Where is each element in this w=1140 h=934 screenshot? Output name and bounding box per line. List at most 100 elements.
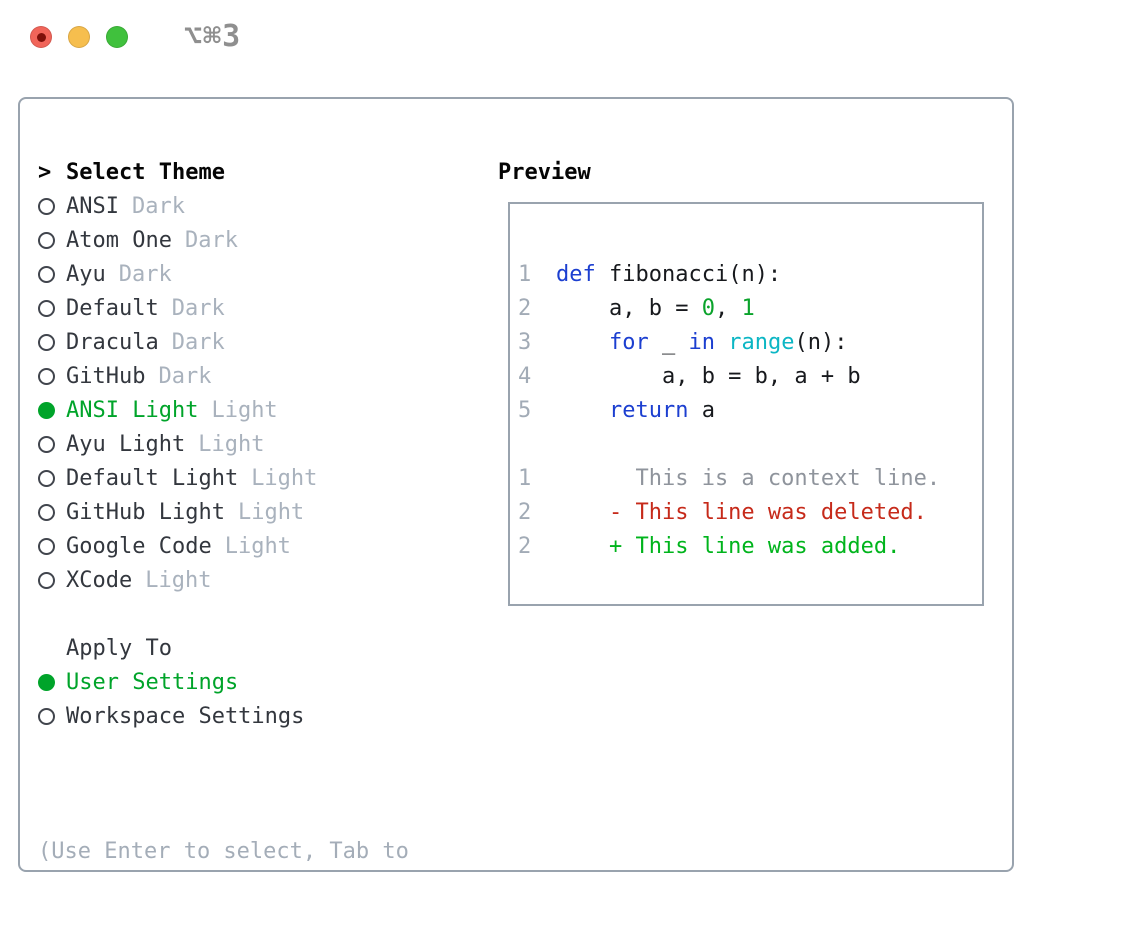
theme-option-default[interactable]: Default Dark — [38, 291, 498, 325]
code-token: range — [728, 330, 795, 355]
radio-unselected-icon — [38, 333, 55, 351]
code-token — [715, 330, 728, 355]
code-token: 0 — [701, 296, 715, 321]
theme-option-github[interactable]: GitHub Dark — [38, 359, 498, 393]
theme-variant-label: Dark — [171, 295, 225, 321]
theme-name: Dracula — [66, 329, 159, 355]
theme-option-default-light[interactable]: Default Light Light — [38, 461, 498, 495]
theme-name: Ayu — [66, 261, 106, 287]
theme-variant-label: Dark — [184, 227, 238, 253]
theme-variant-label: Light — [224, 533, 291, 559]
theme-option-xcode[interactable]: XCode Light — [38, 563, 498, 597]
preview-code-line: 4 a, b = b, a + b — [518, 360, 982, 394]
line-number: 4 — [518, 364, 532, 389]
maximize-button[interactable] — [106, 26, 128, 48]
theme-option-dracula[interactable]: Dracula Dark — [38, 325, 498, 359]
theme-name: Atom One — [66, 227, 172, 253]
theme-option-ansi[interactable]: ANSI Dark — [38, 189, 498, 223]
radio-unselected-icon — [38, 231, 55, 249]
code-token: fibonacci(n): — [595, 262, 782, 287]
apply-option-workspace-settings[interactable]: Workspace Settings — [38, 699, 498, 733]
theme-name: Default — [66, 295, 159, 321]
minimize-button[interactable] — [68, 26, 90, 48]
code-token: + This line was added. — [556, 534, 901, 559]
theme-name: GitHub Light — [66, 499, 225, 525]
radio-selected-icon — [38, 673, 55, 691]
select-theme-title: Select Theme — [66, 159, 225, 185]
code-token: _ — [648, 330, 689, 355]
radio-marker — [38, 537, 66, 555]
theme-option-google-code[interactable]: Google Code Light — [38, 529, 498, 563]
apply-to-header: Apply To — [38, 631, 498, 665]
close-button[interactable] — [30, 26, 52, 48]
radio-marker — [38, 333, 66, 351]
line-number: 5 — [518, 398, 532, 423]
radio-unselected-icon — [38, 503, 55, 521]
select-theme-header: > Select Theme — [38, 155, 498, 189]
radio-unselected-icon — [38, 571, 55, 589]
code-token: 1 — [741, 296, 755, 321]
radio-marker — [38, 401, 66, 419]
theme-variant-label: Dark — [171, 329, 225, 355]
theme-variant-label: Light — [211, 397, 278, 423]
theme-name: Google Code — [66, 533, 212, 559]
preview-code-line: 2 - This line was deleted. — [518, 496, 982, 530]
code-token: , — [714, 296, 742, 321]
focus-cursor-icon: > — [38, 159, 52, 185]
theme-variant-label: Dark — [131, 193, 185, 219]
line-number: 1 — [518, 262, 532, 287]
theme-name: XCode — [66, 567, 133, 593]
theme-option-ayu[interactable]: Ayu Dark — [38, 257, 498, 291]
code-token: a, b = — [556, 296, 702, 321]
radio-unselected-icon — [38, 197, 55, 215]
radio-unselected-icon — [38, 367, 55, 385]
apply-option-user-settings[interactable]: User Settings — [38, 665, 498, 699]
preview-header: Preview — [498, 155, 986, 189]
radio-unselected-icon — [38, 469, 55, 487]
theme-variant-label: Dark — [158, 363, 212, 389]
theme-variant-label: Light — [145, 567, 212, 593]
radio-selected-icon — [38, 401, 55, 419]
radio-marker — [38, 673, 66, 691]
preview-title: Preview — [498, 159, 591, 185]
titlebar: ⌥⌘3 — [30, 19, 242, 54]
theme-option-github-light[interactable]: GitHub Light Light — [38, 495, 498, 529]
preview-code-line: 3 for _ in range(n): — [518, 326, 982, 360]
code-token: (n): — [794, 330, 848, 355]
theme-name: ANSI — [66, 193, 119, 219]
preview-code-line: 2 a, b = 0, 1 — [518, 292, 982, 326]
radio-unselected-icon — [38, 537, 55, 555]
radio-marker — [38, 231, 66, 249]
theme-variant-label: Dark — [118, 261, 172, 287]
code-token: for — [608, 330, 649, 355]
code-token: return — [608, 398, 689, 423]
theme-option-atom-one[interactable]: Atom One Dark — [38, 223, 498, 257]
radio-marker — [38, 299, 66, 317]
radio-marker — [38, 707, 66, 725]
theme-variant-label: Light — [237, 499, 305, 525]
keyboard-shortcut-indicator: ⌥⌘3 — [184, 19, 242, 54]
preview-code-line: 1 This is a context line. — [518, 462, 982, 496]
radio-marker — [38, 367, 66, 385]
preview-code-line: 5 return a — [518, 394, 982, 428]
theme-name: GitHub — [66, 363, 146, 389]
theme-variant-label: Light — [251, 465, 318, 491]
theme-name: Default Light — [66, 465, 239, 491]
apply-option-name: User Settings — [66, 669, 239, 695]
preview-code-line: 2 + This line was added. — [518, 530, 982, 564]
code-token — [556, 398, 609, 423]
radio-marker — [38, 197, 66, 215]
code-token: a, b = b, a + b — [556, 364, 861, 389]
radio-marker — [38, 469, 66, 487]
theme-name: Ayu Light — [66, 431, 186, 457]
